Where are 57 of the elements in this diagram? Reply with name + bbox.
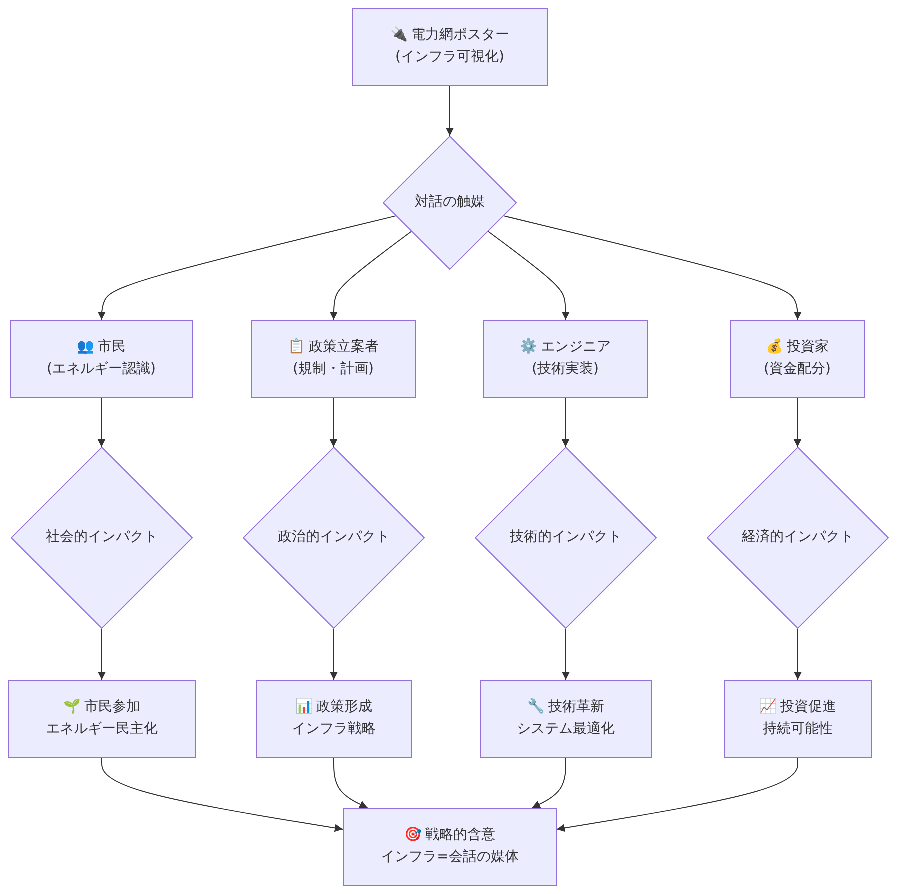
- decision-diamond: [475, 447, 657, 629]
- decision-diamond: [383, 136, 517, 270]
- arrow: [562, 398, 570, 448]
- arrow: [503, 216, 802, 320]
- node-label: 🌱 市民参加: [63, 698, 141, 718]
- node-label: 📊 政策形成: [295, 698, 373, 718]
- node-label: 社会的インパクト: [46, 528, 158, 548]
- node-label: 政治的インパクト: [278, 528, 390, 548]
- node-label: 👥 市民: [76, 338, 126, 358]
- process-box: [343, 808, 557, 886]
- node-label: 技術的インパクト: [510, 528, 622, 548]
- arrow: [532, 758, 566, 808]
- node-label: (インフラ可視化): [396, 48, 504, 67]
- node-label: 🔌 電力網ポスター: [390, 26, 510, 46]
- node-label: 📈 投資促進: [759, 698, 837, 718]
- node-label: インフラ=会話の媒体: [381, 848, 519, 867]
- process-box: [724, 680, 872, 758]
- process-box: [352, 8, 548, 86]
- arrow: [794, 628, 802, 680]
- decision-diamond: [707, 447, 889, 629]
- node-label: (資金配分): [764, 360, 831, 379]
- process-box: [251, 320, 416, 398]
- process-box: [10, 320, 193, 398]
- node-label: ⚙ エンジニア: [520, 338, 612, 358]
- arrow: [446, 86, 454, 136]
- node-label: (技術実装): [532, 360, 599, 379]
- node-label: 🔧 技術革新: [527, 698, 605, 718]
- arrow: [102, 758, 344, 832]
- node-label: (規制・計画): [293, 360, 374, 379]
- decision-diamond: [243, 447, 425, 629]
- node-label: 経済的インパクト: [742, 528, 854, 548]
- node-label: エネルギー民主化: [46, 720, 158, 739]
- node-label: 📋 政策立案者: [288, 338, 380, 358]
- arrow: [98, 398, 106, 448]
- arrow: [556, 758, 798, 832]
- arrow: [98, 628, 106, 680]
- process-box: [730, 320, 865, 398]
- arrow: [334, 758, 368, 808]
- node-label: 🎯 戦略的含意: [404, 826, 496, 846]
- node-label: システム最適化: [517, 720, 615, 739]
- arrow: [562, 628, 570, 680]
- arrow: [330, 398, 338, 448]
- arrow: [488, 231, 570, 320]
- node-label: 持続可能性: [763, 720, 833, 739]
- node-label: 対話の触媒: [415, 193, 485, 212]
- process-box: [8, 680, 196, 758]
- node-label: 💰 投資家: [766, 338, 830, 358]
- arrow: [330, 231, 412, 320]
- process-box: [483, 320, 648, 398]
- process-box: [480, 680, 652, 758]
- arrow: [98, 216, 397, 320]
- arrow: [794, 398, 802, 448]
- node-label: インフラ戦略: [292, 720, 376, 739]
- process-box: [256, 680, 412, 758]
- decision-diamond: [11, 447, 193, 629]
- node-label: (エネルギー認識): [47, 360, 156, 379]
- arrow: [330, 628, 338, 680]
